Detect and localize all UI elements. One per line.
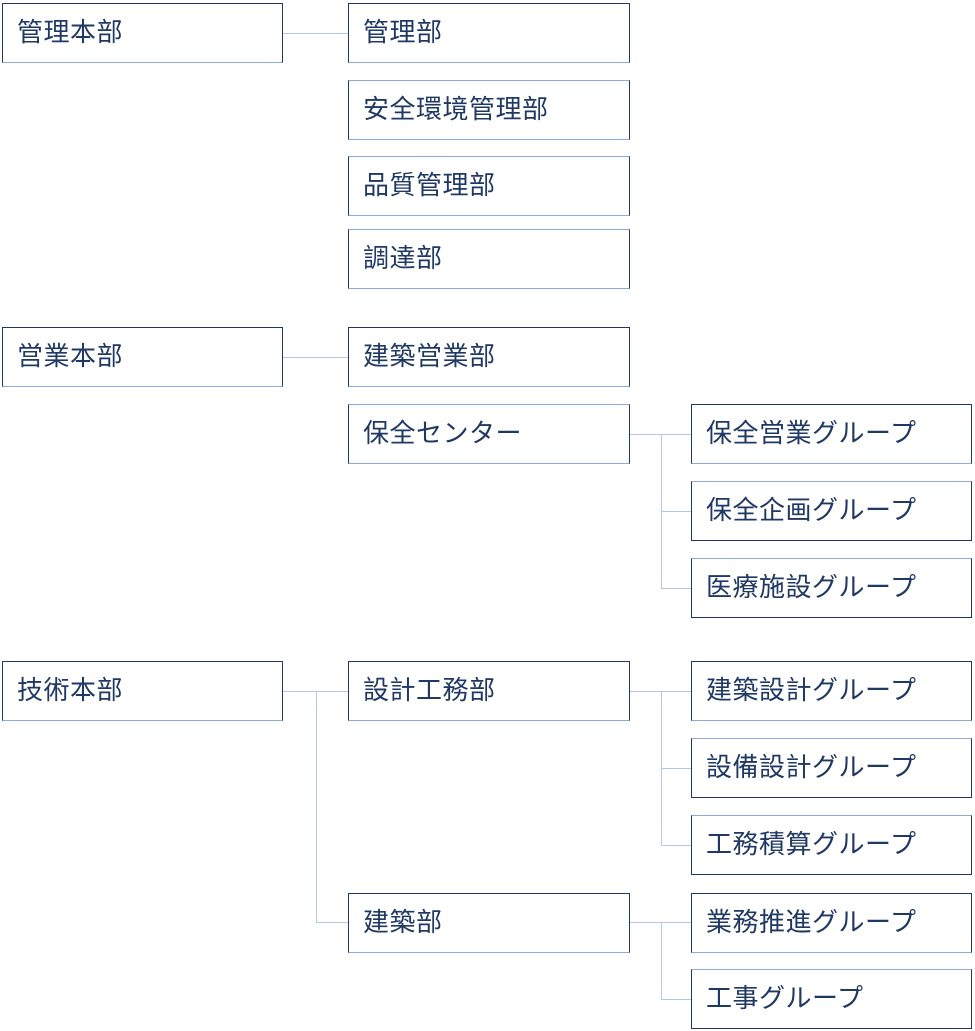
node-setsubi-sekkei-group[interactable]: 設備設計グループ [691, 738, 972, 798]
node-label: 設備設計グループ [706, 752, 917, 783]
node-kenchiku-bu[interactable]: 建築部 [348, 893, 630, 953]
connector-komu-sekisan-group [661, 845, 692, 846]
node-koji-group[interactable]: 工事グループ [691, 969, 972, 1029]
node-label: 安全環境管理部 [363, 94, 549, 125]
connector-hozen-center-stub [630, 434, 662, 435]
node-label: 保全センター [363, 418, 523, 449]
node-label: 医療施設グループ [706, 572, 917, 603]
connector-gijutsu-honbu-trunk [316, 691, 317, 923]
node-label: 保全営業グループ [706, 418, 917, 449]
connector-hozen-kikaku-group [661, 511, 692, 512]
node-gijutsu-honbu[interactable]: 技術本部 [2, 661, 283, 721]
connector-koji-group [661, 999, 692, 1000]
node-iryo-shisetsu-group[interactable]: 医療施設グループ [691, 558, 972, 618]
node-gyomu-suishin-group[interactable]: 業務推進グループ [691, 893, 972, 953]
node-chotatsu-bu[interactable]: 調達部 [348, 229, 630, 289]
node-label: 保全企画グループ [706, 495, 917, 526]
node-label: 品質管理部 [363, 170, 496, 201]
connector-sekkei-komu-bu [316, 691, 349, 692]
node-label: 設計工務部 [363, 675, 496, 706]
node-label: 建築設計グループ [706, 675, 917, 706]
node-label: 建築部 [363, 907, 443, 938]
connector-sekkei-komu-bu-stub [630, 691, 662, 692]
connector-hozen-eigyo-group [661, 434, 692, 435]
node-kenchiku-sekkei-group[interactable]: 建築設計グループ [691, 661, 972, 721]
node-label: 工事グループ [706, 983, 864, 1014]
node-kanri-honbu[interactable]: 管理本部 [2, 3, 283, 63]
connector-eigyo-honbu-to-kenchiku-eigyo-bu [283, 357, 349, 358]
node-kanri-bu[interactable]: 管理部 [348, 3, 630, 63]
node-label: 工務積算グループ [706, 829, 917, 860]
node-hozen-kikaku-group[interactable]: 保全企画グループ [691, 481, 972, 541]
node-hinshitsu-kanri-bu[interactable]: 品質管理部 [348, 156, 630, 216]
connector-kanri-honbu-to-kanri-bu [283, 33, 349, 34]
connector-kenchiku-bu-stub [630, 922, 662, 923]
node-label: 管理本部 [17, 17, 124, 48]
node-label: 営業本部 [17, 341, 124, 372]
connector-setsubi-sekkei-group [661, 768, 692, 769]
connector-gijutsu-honbu-stub [283, 691, 317, 692]
node-anzen-kankyo-kanri-bu[interactable]: 安全環境管理部 [348, 80, 630, 140]
node-eigyo-honbu[interactable]: 営業本部 [2, 327, 283, 387]
node-label: 業務推進グループ [706, 907, 917, 938]
node-label: 建築営業部 [363, 341, 496, 372]
node-label: 管理部 [363, 17, 443, 48]
node-kenchiku-eigyo-bu[interactable]: 建築営業部 [348, 327, 630, 387]
node-sekkei-komu-bu[interactable]: 設計工務部 [348, 661, 630, 721]
connector-kenchiku-bu-trunk [661, 922, 662, 999]
node-label: 調達部 [363, 243, 443, 274]
connector-iryo-shisetsu-group [661, 588, 692, 589]
node-komu-sekisan-group[interactable]: 工務積算グループ [691, 815, 972, 875]
connector-kenchiku-bu [316, 922, 349, 923]
connector-gyomu-suishin-group [661, 922, 692, 923]
node-label: 技術本部 [17, 675, 124, 706]
node-hozen-eigyo-group[interactable]: 保全営業グループ [691, 404, 972, 464]
connector-kenchiku-sekkei-group [661, 691, 692, 692]
node-hozen-center[interactable]: 保全センター [348, 404, 630, 464]
